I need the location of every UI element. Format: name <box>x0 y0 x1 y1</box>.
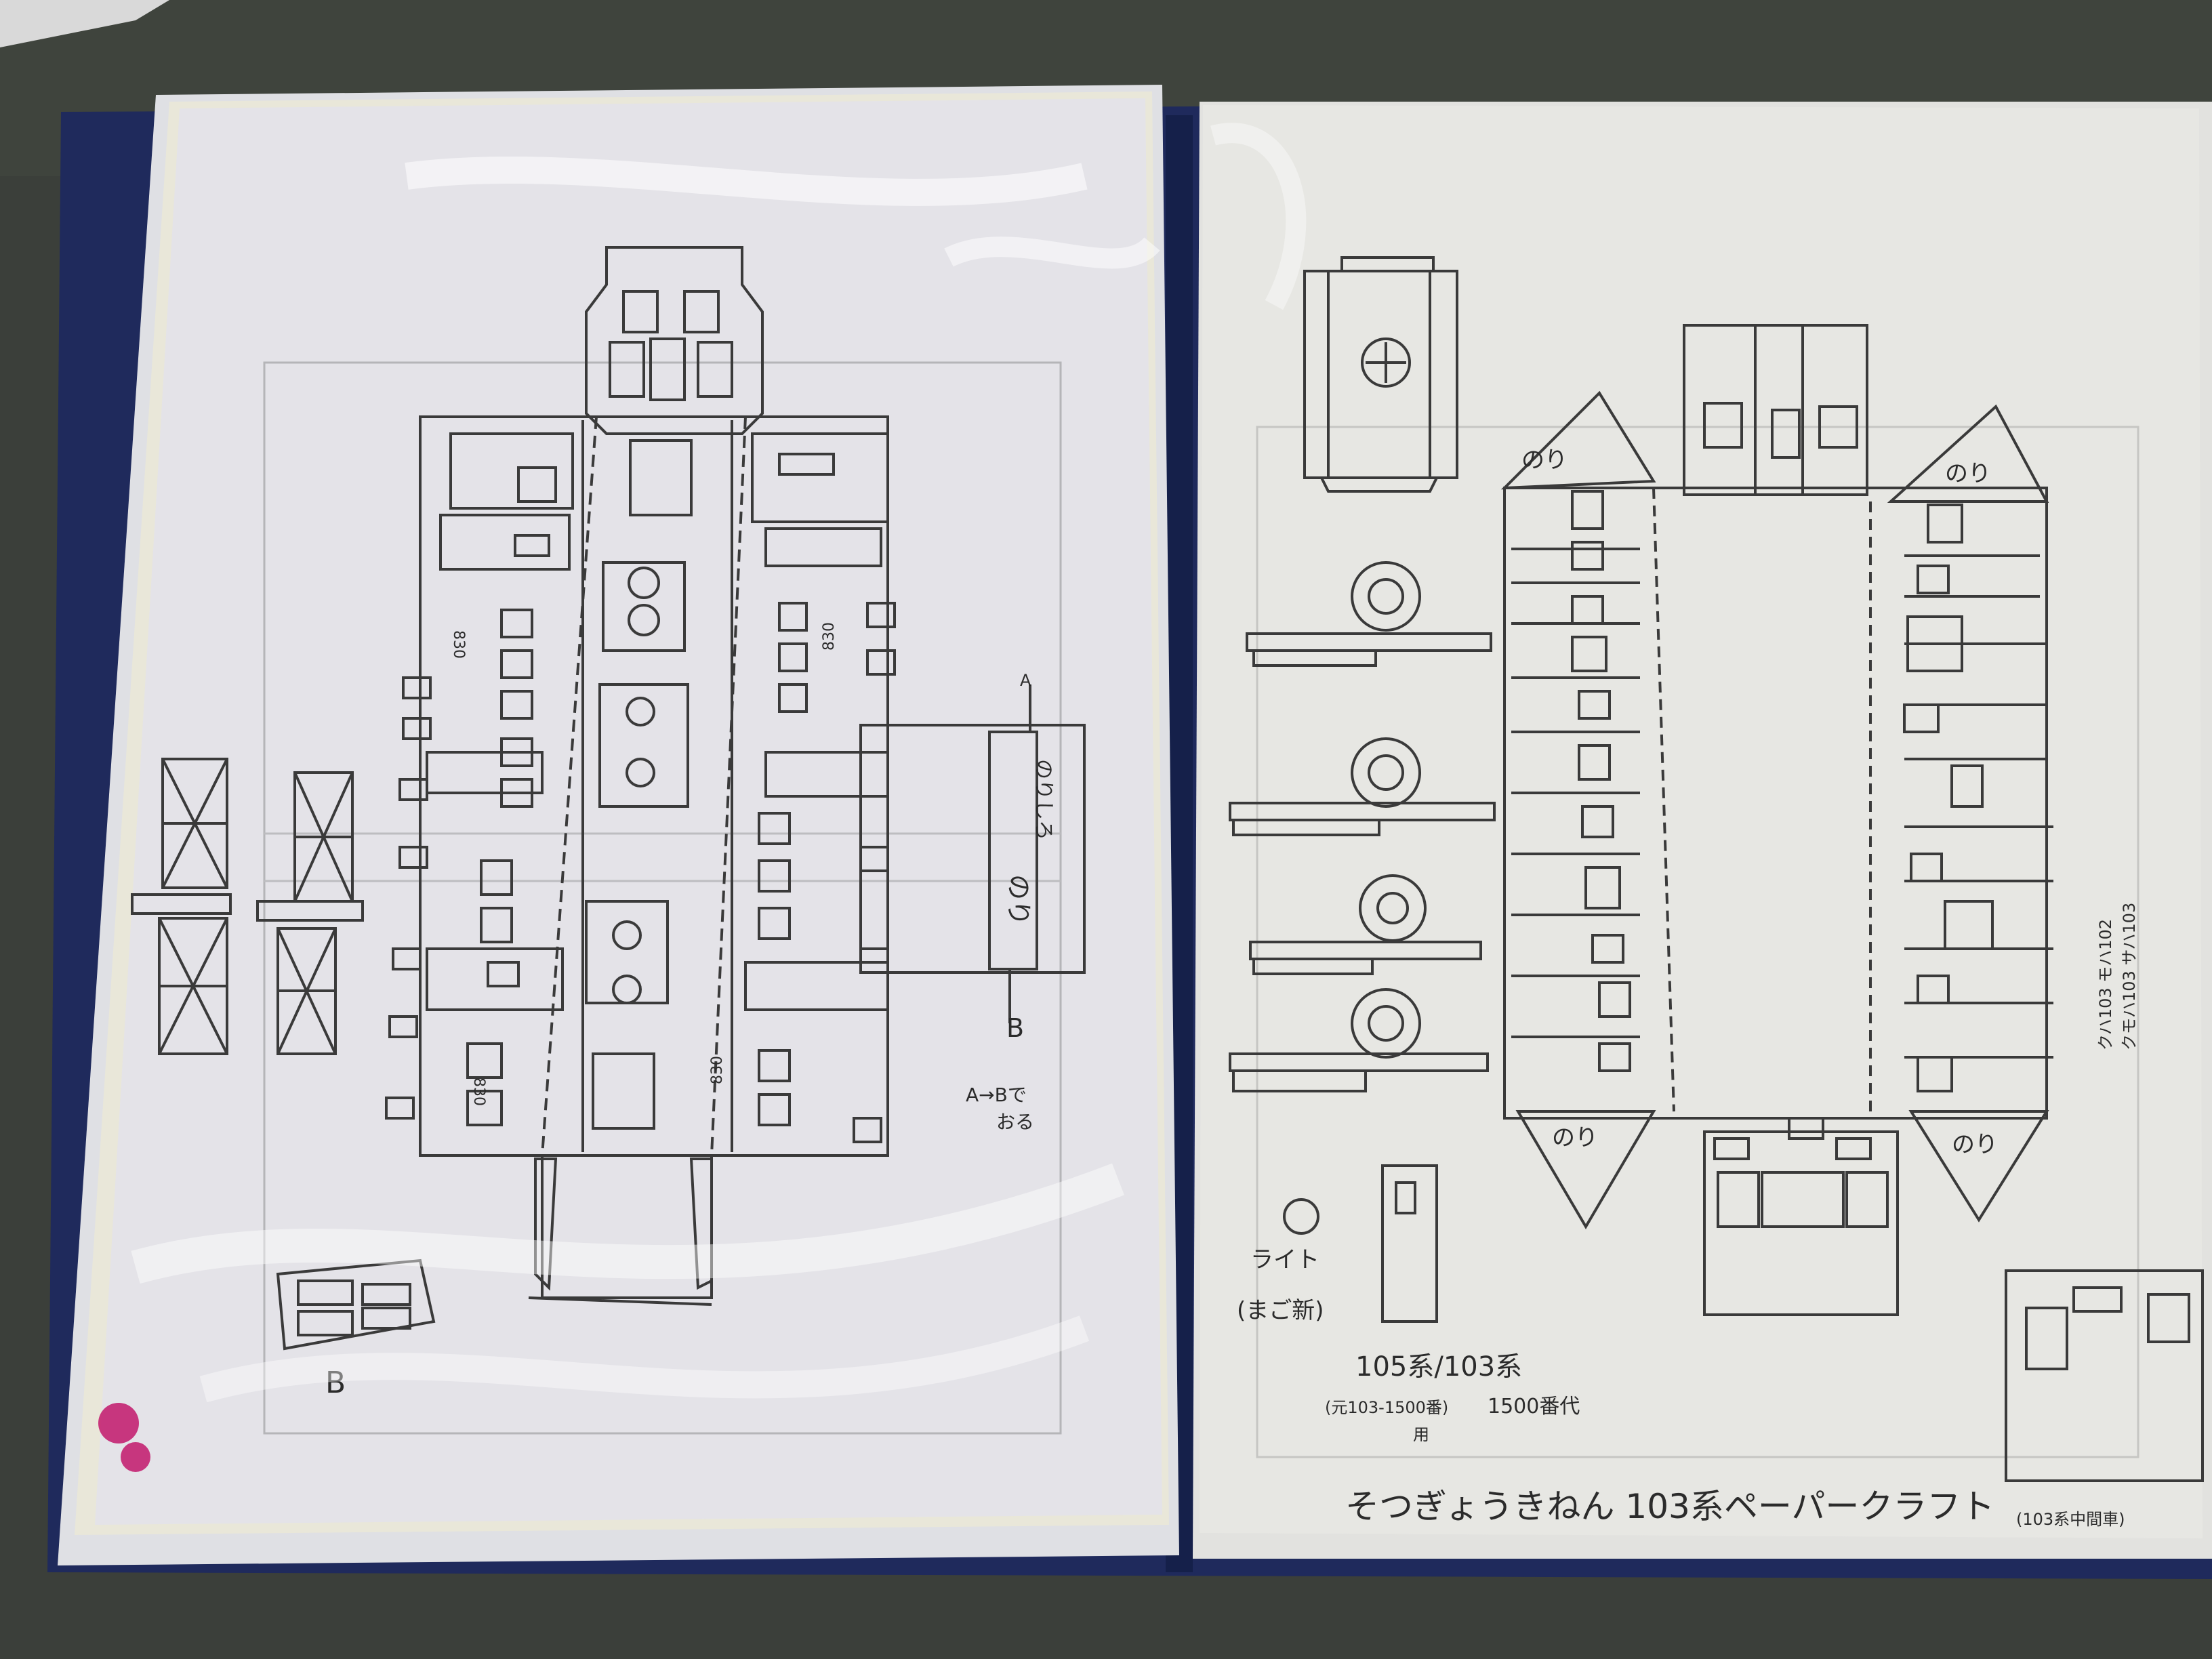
left-paper <box>95 98 1162 1525</box>
right-series-note-2: 用 <box>1413 1425 1429 1444</box>
right-glue-label-4: のり <box>1952 1131 1998 1158</box>
left-label-b-bottom: B <box>325 1366 346 1400</box>
left-digits-4: 830 <box>470 1078 487 1106</box>
right-glue-label-3: のり <box>1552 1124 1598 1151</box>
right-footer-title: そつぎょうきねん 103系ペーパークラフト <box>1345 1487 1994 1526</box>
right-series-note-1: (元103-1500番) <box>1325 1398 1448 1417</box>
right-light-label: ライト <box>1250 1246 1319 1273</box>
left-glue-label-2: のり <box>1004 874 1033 926</box>
left-digits-2: 830 <box>821 622 838 651</box>
left-drawing <box>131 246 1086 1435</box>
right-drawing <box>1229 256 2204 1482</box>
glare-1 <box>405 157 1088 206</box>
right-glue-label-2: のり <box>1945 460 1991 487</box>
right-side-note-2: クモハ103 サハ103 <box>2120 903 2139 1050</box>
right-side-note-1: クハ103 モハ102 <box>2096 919 2115 1050</box>
glare-2 <box>944 237 1160 269</box>
right-light-note: (まご新) <box>1237 1297 1324 1324</box>
left-note-ab-2: おる <box>996 1111 1034 1133</box>
left-note-ab: A→Bで <box>966 1084 1027 1106</box>
glare-3 <box>131 1163 1124 1284</box>
left-digits-1: 830 <box>450 630 467 659</box>
pink-stain-2 <box>121 1442 150 1472</box>
right-glue-label-1: のり <box>1521 447 1568 474</box>
left-label-a: A <box>1020 671 1031 690</box>
right-paper <box>1200 105 2203 1538</box>
left-label-b-side: B <box>1006 1013 1024 1043</box>
glare-5 <box>1210 123 1307 310</box>
pink-stain <box>98 1403 139 1443</box>
paper-corner <box>0 0 169 47</box>
right-footer-note: (103系中間車) <box>2016 1510 2125 1529</box>
right-series-suffix: 1500番代 <box>1488 1395 1580 1418</box>
left-digits-3: 830 <box>709 1056 726 1084</box>
glare-4 <box>199 1315 1090 1403</box>
right-series-title: 105系/103系 <box>1355 1351 1522 1382</box>
left-glue-label-1: のりしろ <box>1031 759 1055 840</box>
